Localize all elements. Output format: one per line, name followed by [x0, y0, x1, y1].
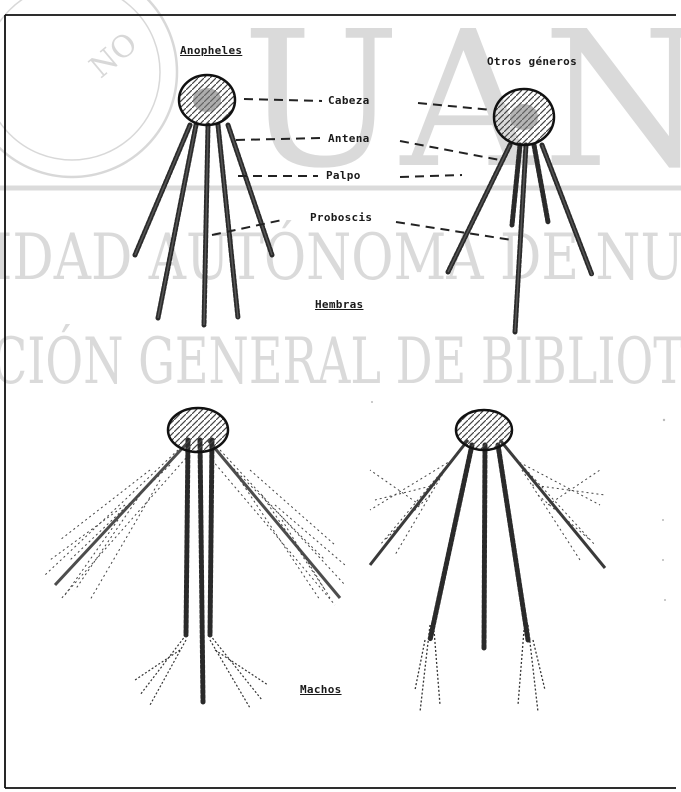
label-head: Cabeza [328, 94, 370, 107]
male-other-genera-head-illustration [370, 410, 605, 712]
label-other-genera: Otros géneros [487, 55, 577, 68]
watermark-logo: UAN [242, 0, 681, 210]
watermark-seal-icon: NO [0, 0, 177, 177]
label-palp: Palpo [326, 169, 361, 182]
label-males: Machos [300, 683, 342, 696]
watermark-seal-text: NO [83, 26, 144, 86]
watermark-line-2: CIÓN GENERAL DE BIBLIOT [0, 323, 681, 399]
label-females: Hembras [315, 298, 363, 311]
male-anopheles-head-illustration [45, 408, 345, 708]
label-anopheles: Anopheles [180, 44, 242, 57]
label-proboscis: Proboscis [310, 211, 372, 224]
label-antenna: Antena [328, 132, 370, 145]
watermark-line-1: IDAD AUTÓNOMA DE NU [0, 219, 681, 295]
